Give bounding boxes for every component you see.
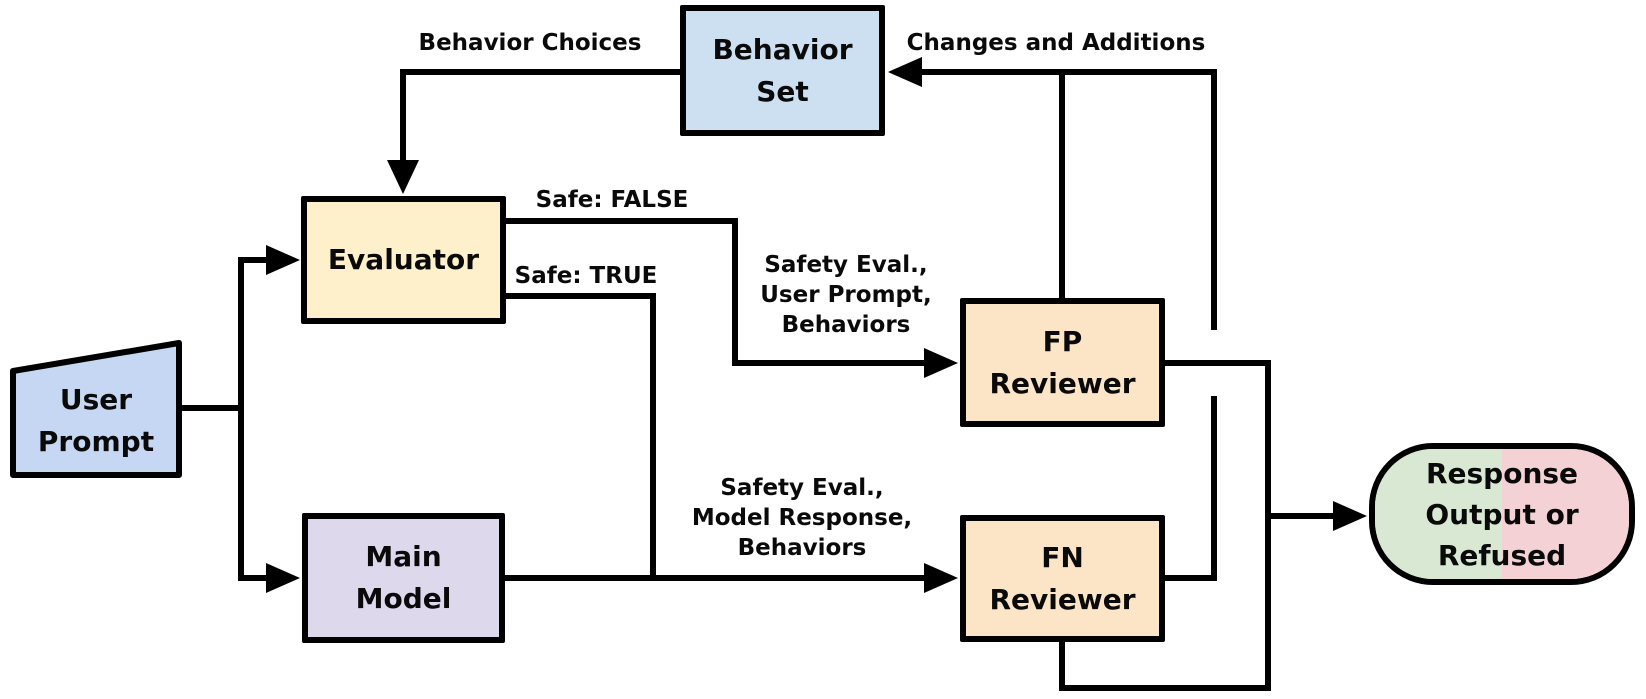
edge-fnreviewer-up-segment1 [1211,69,1217,330]
arrowhead-into-evaluator-top [387,160,419,194]
edge-changes-h [920,69,1217,75]
arrowhead-into-fnreviewer [924,563,958,593]
edge-fnreviewer-right-out [1165,575,1217,581]
edge-fnreviewer-bottom-v [1059,642,1065,691]
fp-reviewer-inputs-label: Safety Eval., User Prompt, Behaviors [760,252,932,338]
fn-reviewer-node: FN Reviewer [960,515,1165,642]
edge-behaviorchoices-h [400,69,680,75]
behavior-set-node: Behavior Set [680,5,885,136]
fp-reviewer-node: FP Reviewer [960,298,1165,427]
behavior-choices-label: Behavior Choices [418,30,642,56]
edge-to-mainmodel [238,575,268,581]
edge-bottom-loop-h [1059,685,1271,691]
safe-false-label: Safe: FALSE [535,187,689,213]
response-output-node: Response Output or Refused [1369,443,1635,585]
behavior-set-label: Behavior Set [712,32,853,108]
edge-safefalse-h2 [732,360,928,366]
edge-to-response [1265,513,1335,519]
edge-safetrue-h [503,293,656,299]
edge-safetrue-v [650,293,656,581]
arrowhead-into-fpreviewer [924,348,958,378]
arrowhead-into-behaviorset [888,57,922,87]
main-model-label: Main Model [355,540,452,615]
fn-reviewer-label: FN Reviewer [989,540,1136,616]
user-prompt-label: User Prompt [37,383,155,458]
evaluator-node: Evaluator [301,196,506,324]
manual-input-shape [10,340,182,478]
edge-userprompt-out [182,405,244,411]
edge-fpreviewer-to-changes [1059,69,1065,301]
arrowhead-into-evaluator [266,245,300,275]
evaluator-label: Evaluator [327,243,480,276]
response-output-green-half [1375,449,1502,579]
edge-to-evaluator [238,257,268,263]
edge-merge-vertical [1265,360,1271,691]
user-prompt-node: User Prompt [10,340,182,478]
edge-safefalse-v [732,218,738,366]
changes-and-additions-label: Changes and Additions [906,30,1206,56]
response-output-label: Response Output or Refused [1425,456,1579,572]
user-prompt-shape [10,340,182,478]
edge-userprompt-branch-vertical [238,257,244,581]
main-model-node: Main Model [302,513,505,643]
response-output-red-half [1502,449,1629,579]
arrowhead-into-response [1333,501,1367,531]
edge-mainmodel-out [505,575,926,581]
edge-safefalse-h1 [503,218,738,224]
edge-behaviorchoices-v [400,69,406,163]
edge-fpreviewer-out [1165,360,1271,366]
fn-reviewer-inputs-label: Safety Eval., Model Response, Behaviors [691,475,913,561]
arrowhead-into-mainmodel [266,563,300,593]
fp-reviewer-label: FP Reviewer [989,324,1136,400]
safe-true-label: Safe: TRUE [514,263,658,289]
edge-fnreviewer-up-segment2 [1211,396,1217,581]
